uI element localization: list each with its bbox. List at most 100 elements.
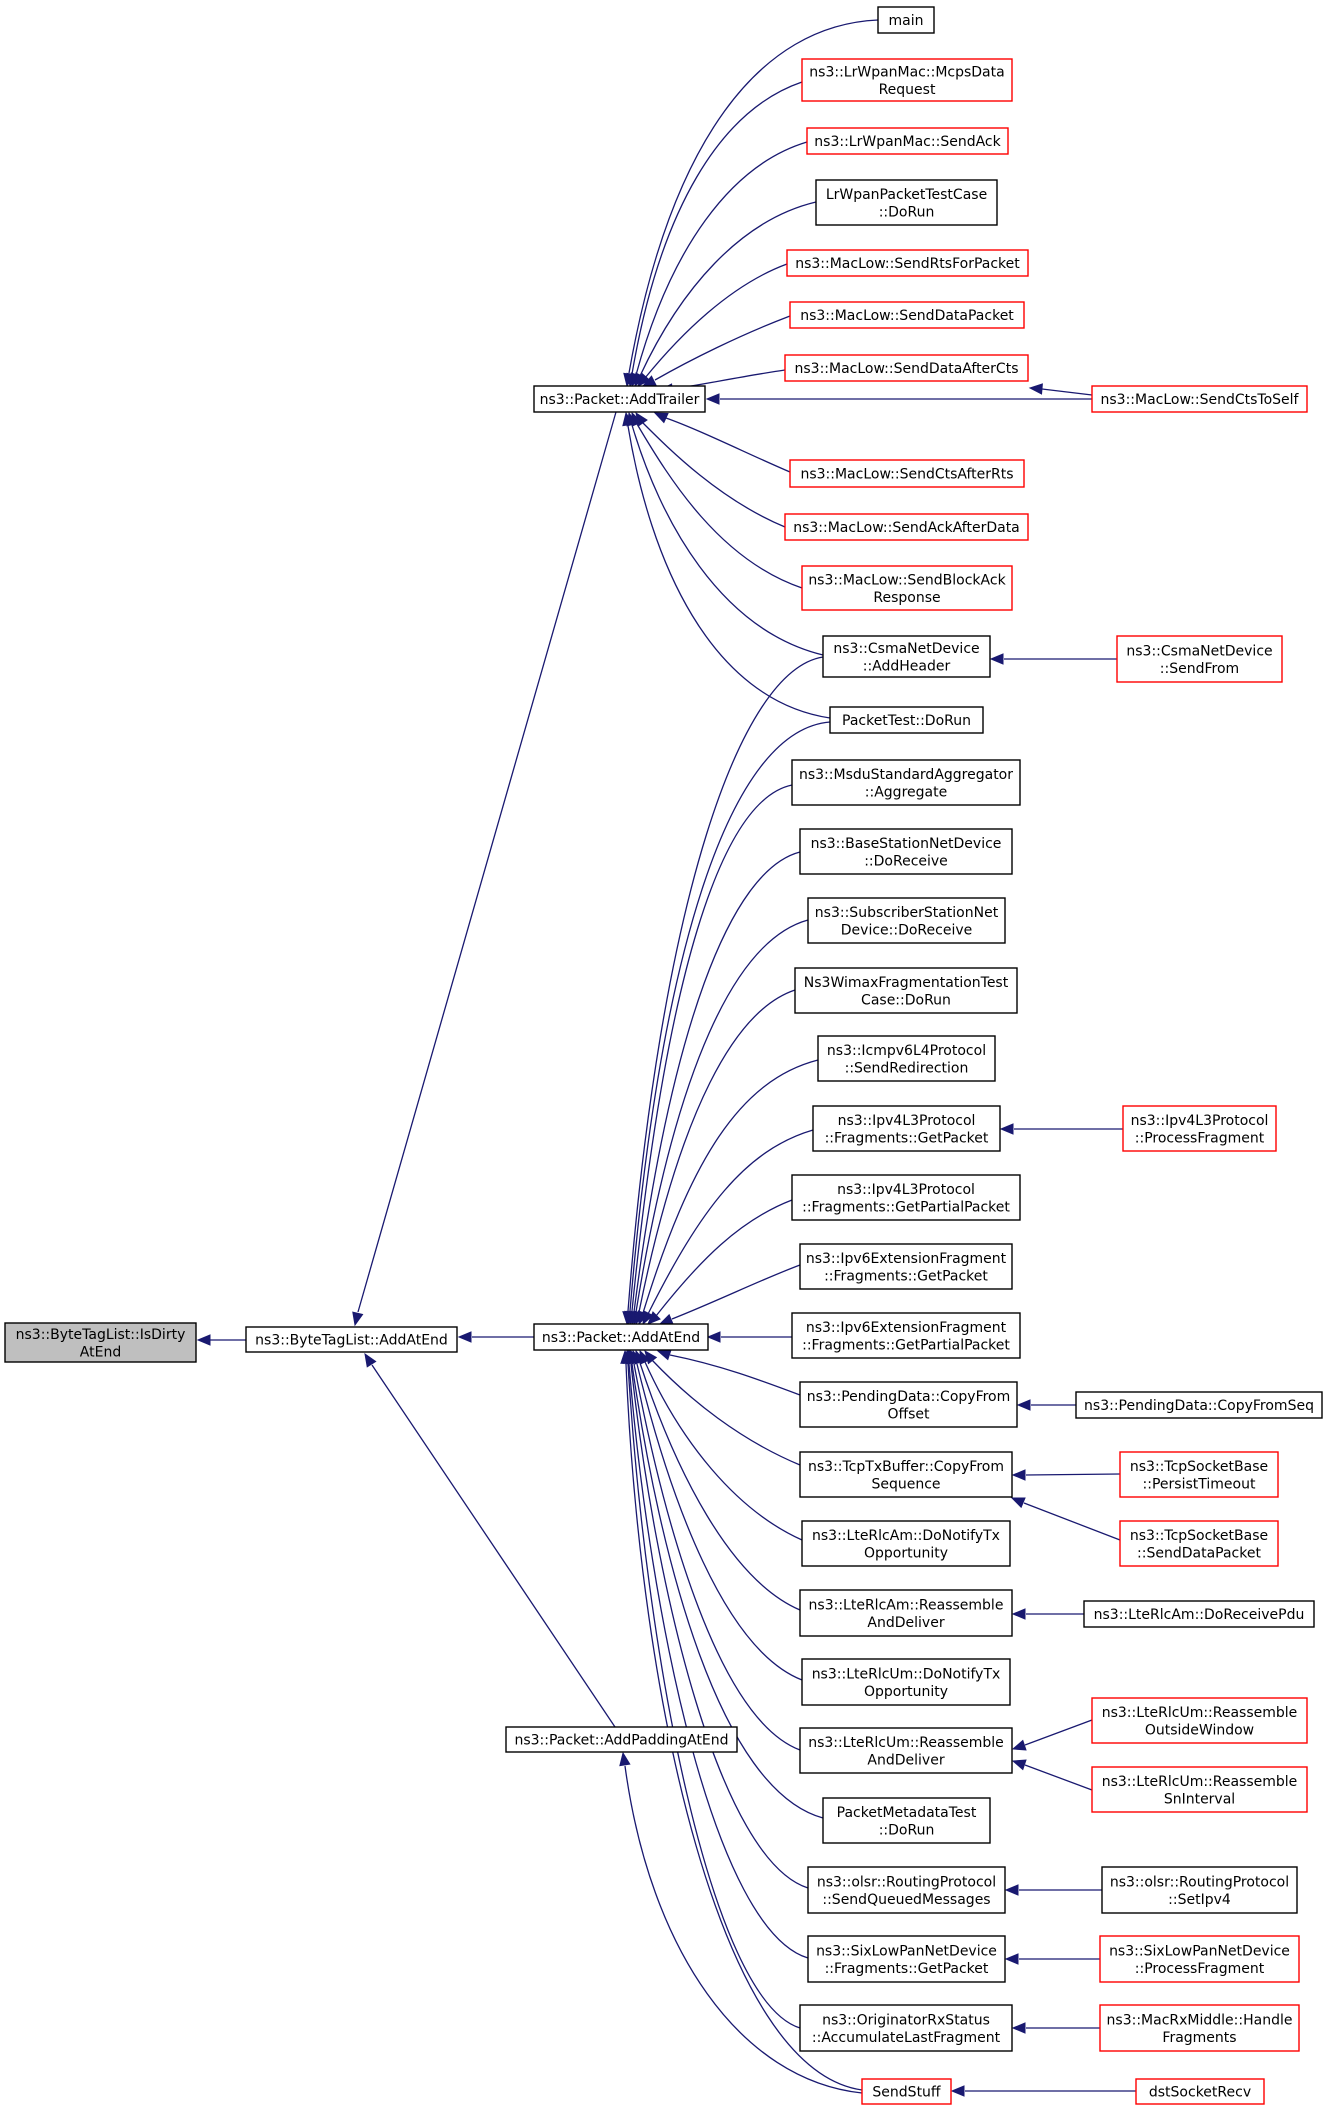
node-msdu[interactable]: ns3::MsduStandardAggregator::Aggregate [791,759,1021,806]
node-sendstuff[interactable]: SendStuff [861,2078,952,2105]
node-box [786,249,1029,277]
node-tcpsenddata[interactable]: ns3::TcpSocketBase::SendDataPacket [1119,1520,1279,1567]
node-dstsocket[interactable]: dstSocketRecv [1135,2078,1265,2105]
node-box [1091,385,1308,413]
node-pkt_addpadding[interactable]: ns3::Packet::AddPaddingAtEnd [505,1726,738,1753]
edge-rlcumoutside-to-rlcumreassemble [1024,1719,1093,1746]
node-pkt_addatend[interactable]: ns3::Packet::AddAtEnd [533,1323,709,1351]
node-lrwpantest[interactable]: LrWpanPacketTestCase::DoRun [815,179,998,226]
node-sixlowprocess[interactable]: ns3::SixLowPanNetDevice::ProcessFragment [1099,1935,1300,1983]
arrowhead-layer [196,372,1043,2097]
node-ipv4partial[interactable]: ns3::Ipv4L3Protocol::Fragments::GetParti… [791,1174,1021,1221]
node-label: ::SendFrom [1160,661,1239,677]
arrowhead-packettest-to-pkt_addtrailer [622,411,634,427]
node-senddata[interactable]: ns3::MacLow::SendDataPacket [789,301,1025,329]
node-sixlowfrag[interactable]: ns3::SixLowPanNetDevice::Fragments::GetP… [807,1935,1006,1983]
edge-persist-to-tcptx [1025,1473,1121,1476]
node-rlcamreceive[interactable]: ns3::LteRlcAm::DoReceivePdu [1083,1600,1315,1628]
node-packettest[interactable]: PacketTest::DoRun [829,706,984,734]
node-ipv4frag[interactable]: ns3::Ipv4L3Protocol::Fragments::GetPacke… [812,1105,1001,1152]
edge-sendblockack-to-pkt_addtrailer [636,423,803,589]
node-label: ns3::Icmpv6L4Protocol [827,1043,986,1059]
node-csmasendfrom[interactable]: ns3::CsmaNetDevice::SendFrom [1116,635,1283,683]
node-sendrts[interactable]: ns3::MacLow::SendRtsForPacket [786,249,1029,277]
node-label: Device::DoReceive [841,922,972,938]
node-label: main [889,13,924,29]
node-box [789,459,1025,488]
node-main[interactable]: main [877,6,935,34]
node-ipv6frag[interactable]: ns3::Ipv6ExtensionFragment::Fragments::G… [799,1243,1013,1290]
edge-ipv4partial-to-pkt_addatend [655,1199,793,1317]
arrowhead-macrxhandle-to-origrx [1011,2022,1026,2034]
node-btl_addatend[interactable]: ns3::ByteTagList::AddAtEnd [245,1326,458,1353]
node-ipv4process[interactable]: ns3::Ipv4L3Protocol::ProcessFragment [1122,1105,1277,1152]
edge-ssnd-to-pkt_addatend [635,919,809,1313]
node-label: ns3::LrWpanMac::SendAck [814,134,1001,150]
node-senddataaftercts[interactable]: ns3::MacLow::SendDataAfterCts [784,354,1029,382]
node-olsrsend[interactable]: ns3::olsr::RoutingProtocol::SendQueuedMe… [807,1866,1006,1914]
node-icmpv6[interactable]: ns3::Icmpv6L4Protocol::SendRedirection [817,1035,996,1082]
node-label: ::Fragments::GetPartialPacket [802,1337,1010,1353]
node-label: ns3::PendingData::CopyFromSeq [1084,1398,1314,1414]
node-label: LrWpanPacketTestCase [826,187,987,203]
node-ipv6partial[interactable]: ns3::Ipv6ExtensionFragment::Fragments::G… [791,1312,1021,1359]
node-box [799,1451,1013,1498]
node-label: dstSocketRecv [1149,2085,1251,2101]
node-label: ns3::CsmaNetDevice [833,641,979,657]
arrowhead-sendrts-to-pkt_addtrailer [637,372,651,387]
node-box [1122,1105,1277,1152]
edge-tcpsenddata-to-tcptx [1023,1502,1121,1541]
node-bsnd[interactable]: ns3::BaseStationNetDevice::DoReceive [799,828,1013,875]
node-label: SendStuff [872,2085,941,2101]
edge-main-to-pkt_addtrailer [628,19,879,374]
node-box [791,759,1021,806]
node-sendackafterdata[interactable]: ns3::MacLow::SendAckAfterData [784,513,1029,541]
node-pendingseq[interactable]: ns3::PendingData::CopyFromSeq [1075,1391,1323,1419]
arrowhead-ipv4partial-to-pkt_addatend [647,1311,661,1325]
node-label: ns3::Packet::AddPaddingAtEnd [514,1733,728,1749]
node-sendctsafterrts[interactable]: ns3::MacLow::SendCtsAfterRts [789,459,1025,488]
node-box [784,354,1029,382]
edge-pktmeta-to-pkt_addatend [631,1363,824,1819]
node-label: ns3::MacLow::SendBlockAck [808,572,1006,588]
node-label: ns3::LteRlcAm::DoNotifyTx [812,1528,1000,1544]
node-label: ns3::CsmaNetDevice [1126,643,1272,659]
node-label: ::DoReceive [864,853,948,869]
node-lrsendack[interactable]: ns3::LrWpanMac::SendAck [806,127,1009,155]
node-sendctstoself[interactable]: ns3::MacLow::SendCtsToSelf [1091,385,1308,413]
node-box [799,1243,1013,1290]
arrowhead-pendingoffset-to-pkt_addatend [656,1349,672,1361]
node-olsrsetipv4[interactable]: ns3::olsr::RoutingProtocol::SetIpv4 [1101,1866,1298,1914]
node-ssnd[interactable]: ns3::SubscriberStationNetDevice::DoRecei… [807,897,1006,944]
arrowhead-dstsocket-to-sendstuff [950,2085,965,2097]
node-box [807,1935,1006,1983]
node-label: ns3::Ipv6ExtensionFragment [806,1320,1007,1336]
node-persist[interactable]: ns3::TcpSocketBase::PersistTimeout [1119,1451,1279,1498]
node-label: ns3::LrWpanMac::McpsData [809,64,1004,80]
node-pkt_addtrailer[interactable]: ns3::Packet::AddTrailer [533,385,706,413]
edge-rlcumsn-to-rlcumreassemble [1024,1764,1093,1791]
node-label: ns3::olsr::RoutingProtocol [1110,1874,1289,1890]
node-label: Ns3WimaxFragmentationTest [804,975,1009,991]
node-box [1091,1697,1308,1744]
node-label: ns3::SixLowPanNetDevice [816,1943,997,1959]
node-box [801,58,1013,102]
node-box [1135,2078,1265,2105]
node-label: ::DoRun [879,1822,935,1838]
node-origrx[interactable]: ns3::OriginatorRxStatus::AccumulateLastF… [799,2004,1013,2052]
node-box [801,1658,1011,1706]
node-pktmeta[interactable]: PacketMetadataTest::DoRun [822,1797,991,1844]
node-csmaaddheader[interactable]: ns3::CsmaNetDevice::AddHeader [822,635,991,678]
